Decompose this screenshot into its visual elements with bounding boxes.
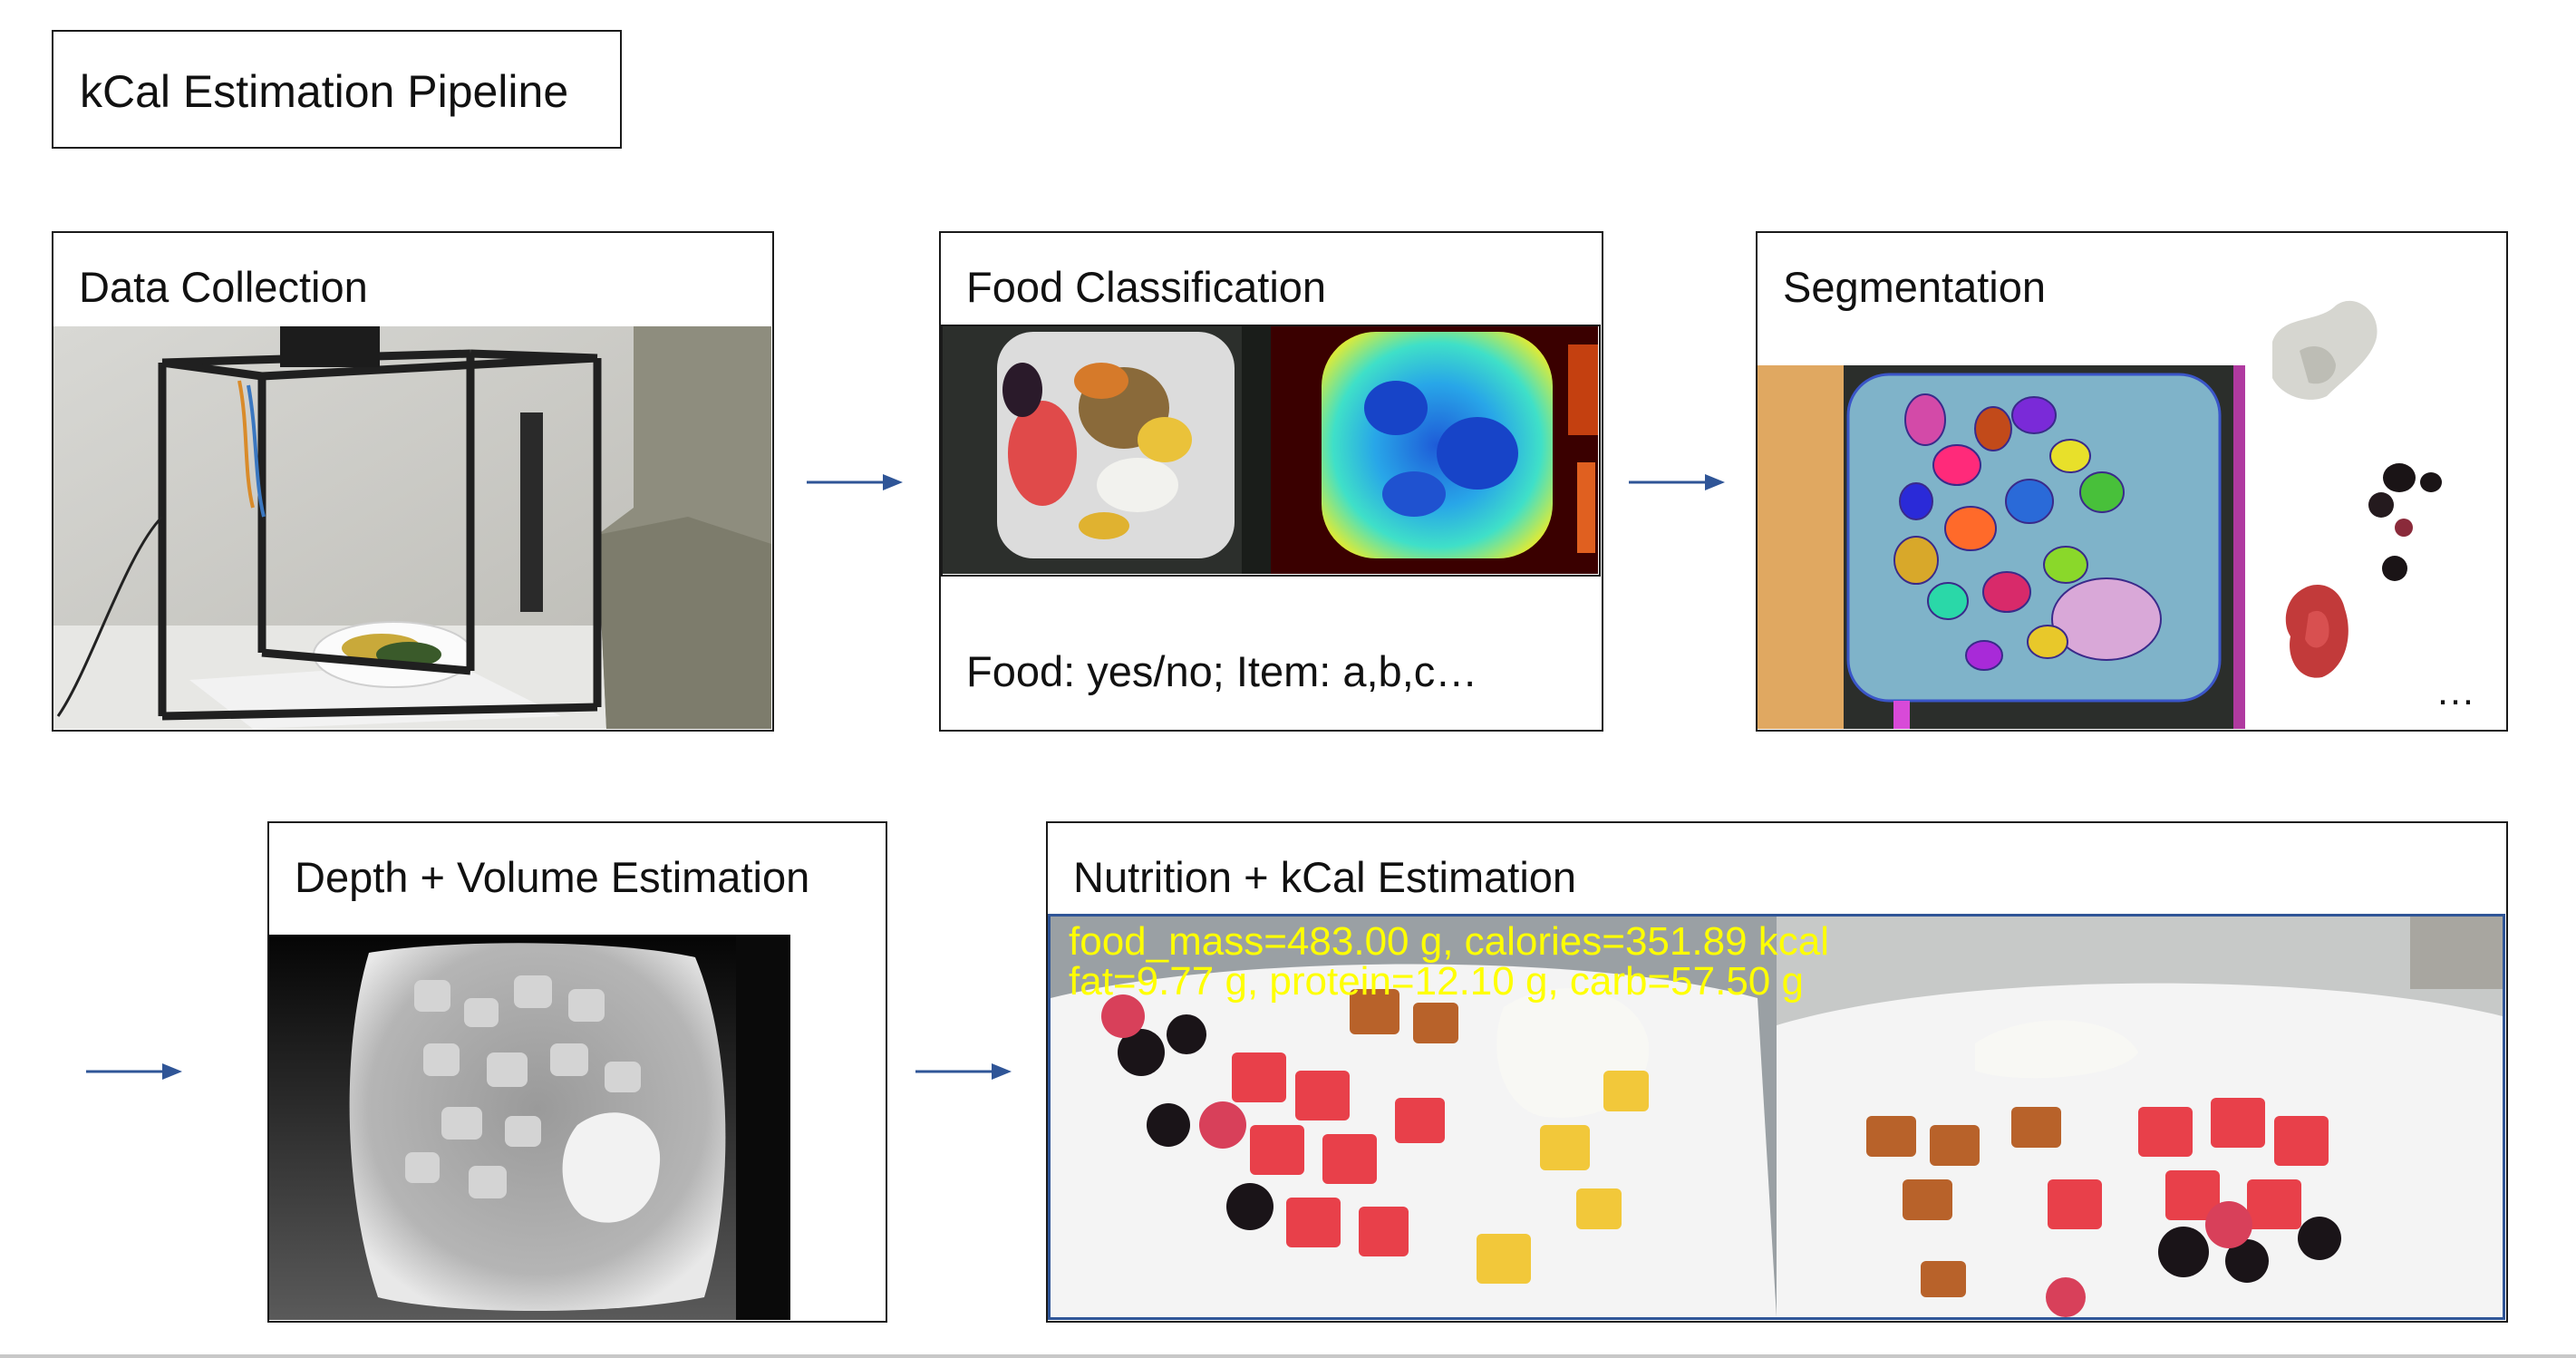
- stage-label: Segmentation: [1783, 263, 2047, 311]
- stage-data-collection: Data Collection: [52, 231, 774, 732]
- arrow-right-icon: [807, 471, 906, 493]
- segmented-items-photo: …: [2245, 278, 2505, 729]
- stage-label: Data Collection: [79, 263, 368, 311]
- stage-label: Nutrition + kCal Estimation: [1073, 853, 1577, 901]
- arrow-right-icon: [915, 1061, 1015, 1082]
- bottom-divider: [0, 1354, 2576, 1358]
- depth-map-photo: [269, 935, 790, 1320]
- arrow-right-icon: [86, 1061, 186, 1082]
- stage-segmentation: Segmentation: [1756, 231, 2508, 732]
- nutrition-overlay-line1: food_mass=483.00 g, calories=351.89 kcal: [1069, 919, 1829, 964]
- classification-caption: Food: yes/no; Item: a,b,c…: [966, 647, 1478, 695]
- segmentation-mask-photo: [1758, 365, 2245, 729]
- segmentation-ellipsis: …: [2436, 669, 2475, 713]
- stage-label: Depth + Volume Estimation: [295, 853, 810, 901]
- food-side-photo: food_mass=483.00 g, calories=351.89 kcal…: [1048, 914, 2505, 1320]
- arrow-right-icon: [1629, 471, 1729, 493]
- title-box: kCal Estimation Pipeline: [52, 30, 622, 149]
- page-title: kCal Estimation Pipeline: [80, 66, 569, 117]
- stage-food-classification: Food Classification: [939, 231, 1603, 732]
- stage-depth-volume: Depth + Volume Estimation: [267, 821, 887, 1323]
- stage-nutrition: Nutrition + kCal Estimation: [1046, 821, 2508, 1323]
- stage-label: Food Classification: [966, 263, 1327, 311]
- rig-photo: [53, 326, 771, 729]
- nutrition-overlay-line2: fat=9.77 g, protein=12.10 g, carb=57.50 …: [1069, 959, 1804, 1004]
- food-topdown-photo: [941, 325, 1601, 577]
